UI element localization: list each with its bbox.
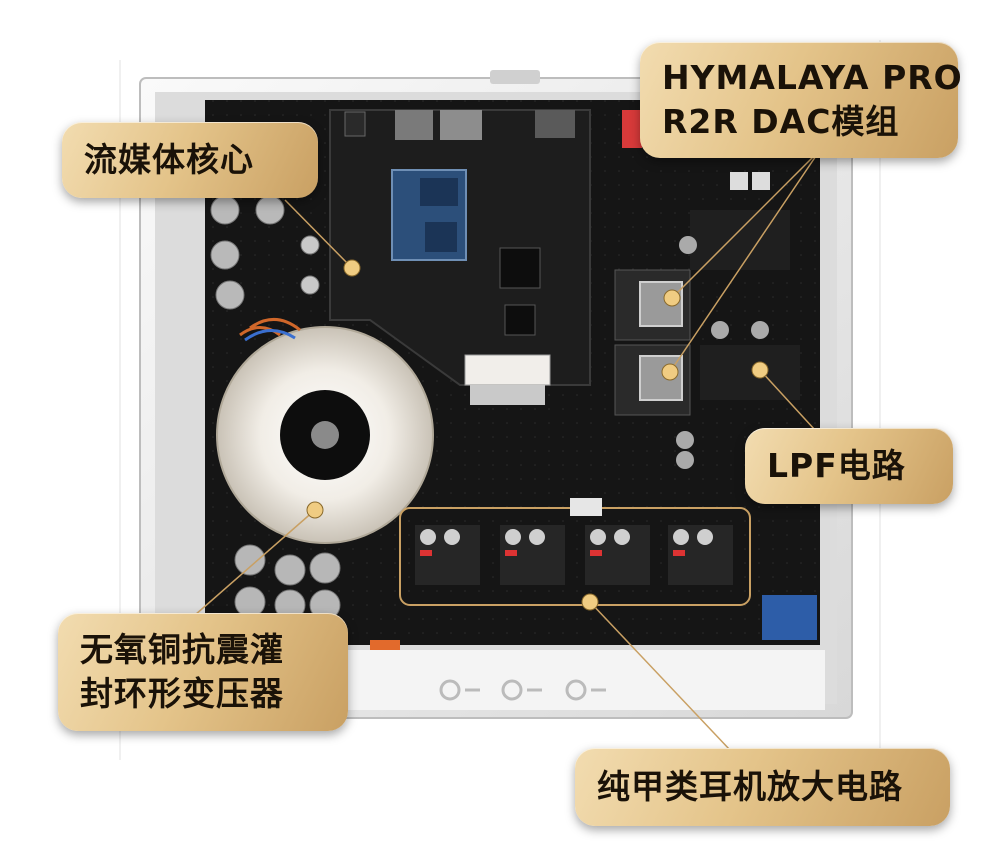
callout-headphone-amp-text: 纯甲类耳机放大电路: [597, 767, 903, 806]
callout-dac-module-line2: R2R DAC模组: [662, 102, 900, 141]
dac-module: [614, 110, 800, 469]
callout-streaming-core: 流媒体核心: [62, 122, 318, 198]
blue-relay: [762, 595, 817, 640]
callout-dac-module: HYMALAYA PRO R2R DAC模组: [640, 42, 963, 158]
callout-transformer: 无氧铜抗震灌 封环形变压器: [58, 613, 348, 731]
callout-transformer-line1: 无氧铜抗震灌: [80, 630, 284, 669]
psu-capacitors: [234, 544, 341, 621]
callout-streaming-core-text: 流媒体核心: [84, 140, 254, 179]
callout-headphone-amp: 纯甲类耳机放大电路: [575, 748, 950, 826]
leader-lines: [194, 149, 821, 751]
streaming-module: [329, 109, 591, 405]
target-markers: [306, 259, 769, 611]
headphone-amp-stage: [399, 498, 751, 606]
callout-dac-module-line1: HYMALAYA PRO: [662, 58, 963, 97]
callout-lpf-circuit: LPF电路: [745, 428, 953, 504]
callout-transformer-line2: 封环形变压器: [80, 674, 284, 713]
callout-lpf-circuit-text: LPF电路: [767, 446, 906, 485]
toroidal-transformer: [216, 318, 434, 544]
left-capacitors: [210, 195, 320, 310]
